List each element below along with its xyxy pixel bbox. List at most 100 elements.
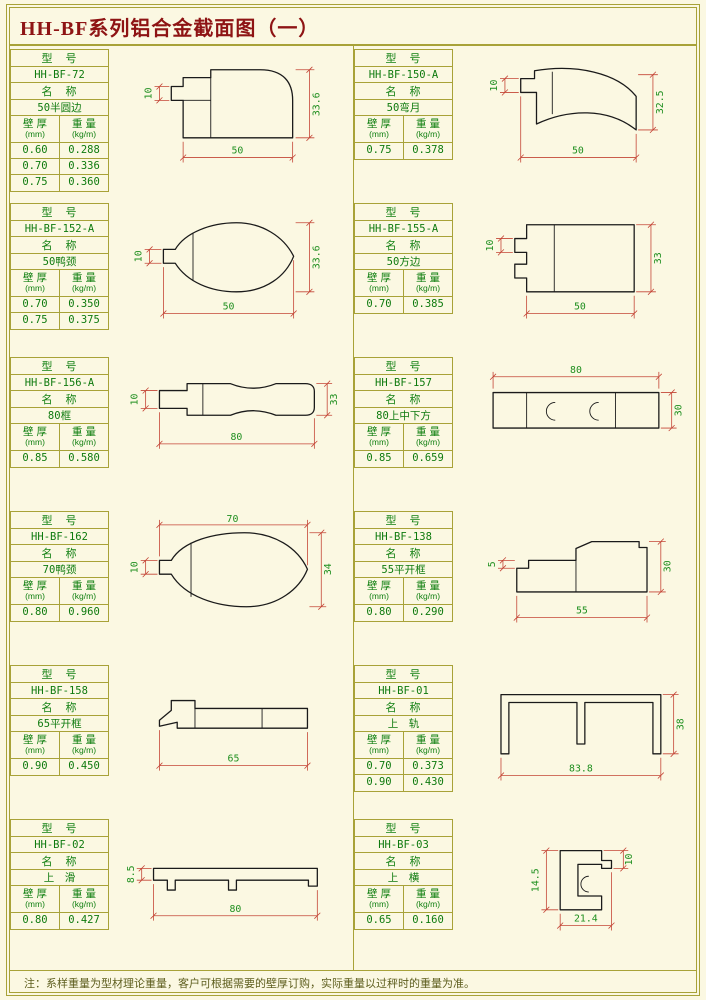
- thickness-value: 0.80: [366, 606, 392, 619]
- weight-label: 重 量: [416, 734, 440, 747]
- name-label: 名 称: [11, 83, 108, 100]
- thickness-value: 0.85: [366, 452, 392, 465]
- profile-outline: [500, 693, 662, 754]
- weight-unit: (kg/m): [415, 591, 441, 602]
- dimension-bottom: 50: [523, 295, 638, 318]
- dim-right-label: 33: [653, 252, 664, 264]
- model-label: 型 号: [11, 512, 108, 529]
- units-header: 壁 厚(mm) 重 量(kg/m): [11, 116, 108, 143]
- thickness-header: 壁 厚(mm): [11, 578, 59, 604]
- weight-label: 重 量: [72, 734, 96, 747]
- weight-label: 重 量: [416, 426, 440, 439]
- thickness-unit: (mm): [25, 899, 45, 910]
- weight-label: 重 量: [416, 272, 440, 285]
- thickness-unit: (mm): [369, 129, 389, 140]
- dim-bottom-label: 50: [572, 145, 584, 156]
- thickness-unit: (mm): [25, 437, 45, 448]
- name-label: 名 称: [355, 853, 452, 870]
- thickness-label: 壁 厚: [23, 426, 47, 439]
- thickness-value: 0.70: [366, 759, 392, 772]
- spec-row: 0.85 0.580: [11, 451, 108, 467]
- weight-label: 重 量: [72, 888, 96, 901]
- weight-unit: (kg/m): [415, 899, 441, 910]
- profile-drawing: 80 8.5: [109, 819, 351, 970]
- model-label: 型 号: [355, 512, 452, 529]
- thickness-label: 壁 厚: [367, 426, 391, 439]
- profile-drawing: 65: [109, 665, 351, 816]
- weight-label: 重 量: [72, 272, 96, 285]
- model-label: 型 号: [11, 50, 108, 67]
- model-value: HH-BF-162: [11, 529, 108, 545]
- dimension-right: 33.6: [295, 219, 322, 295]
- model-value: HH-BF-155-A: [355, 221, 452, 237]
- weight-value: 0.580: [59, 451, 108, 467]
- spec-table: 型 号 HH-BF-150-A 名 称 50弯月 壁 厚(mm) 重 量(kg/…: [354, 49, 453, 160]
- thickness-value: 0.70: [22, 159, 48, 172]
- profile-drawing-svg: 50 32.5 10: [489, 67, 666, 162]
- thickness-header: 壁 厚(mm): [355, 578, 403, 604]
- profile-drawing: 80 33 10: [109, 357, 351, 508]
- thickness-label: 壁 厚: [23, 272, 47, 285]
- profile-inner-lines: [526, 392, 616, 428]
- dimension-bottom: 50: [517, 95, 640, 162]
- thickness-unit: (mm): [369, 591, 389, 602]
- model-value: HH-BF-152-A: [11, 221, 108, 237]
- model-label: 型 号: [11, 358, 108, 375]
- thickness-value: 0.60: [22, 143, 48, 156]
- weight-value: 0.450: [59, 759, 108, 775]
- profile-drawing-svg: 65: [156, 699, 311, 771]
- dim-right-label: 34: [323, 563, 334, 575]
- dimension-left: 8.5: [126, 864, 152, 883]
- weight-label: 重 量: [72, 118, 96, 131]
- spec-table: 型 号 HH-BF-01 名 称 上 轨 壁 厚(mm) 重 量(kg/m) 0…: [354, 665, 453, 792]
- spec-row: 0.70 0.336: [11, 159, 108, 175]
- dim-left-label: 10: [130, 393, 141, 405]
- model-value: HH-BF-02: [11, 837, 108, 853]
- weight-unit: (kg/m): [71, 129, 97, 140]
- dimension-right: 33: [636, 220, 664, 295]
- dimension-left: 5: [487, 556, 515, 571]
- dimension-top: 80: [489, 364, 663, 389]
- name-value: 80上中下方: [355, 408, 452, 424]
- spec-table: 型 号 HH-BF-162 名 称 70鸭颈 壁 厚(mm) 重 量(kg/m)…: [10, 511, 109, 622]
- dimension-right: 30: [660, 388, 685, 431]
- thickness-value: 0.75: [366, 144, 392, 157]
- weight-value: 0.336: [59, 159, 108, 174]
- units-header: 壁 厚(mm) 重 量(kg/m): [355, 424, 452, 451]
- profile-cell: 型 号 HH-BF-72 名 称 50半圆边 壁 厚(mm) 重 量(kg/m)…: [10, 46, 353, 200]
- thickness-label: 壁 厚: [23, 118, 47, 131]
- units-header: 壁 厚(mm) 重 量(kg/m): [355, 270, 452, 297]
- profile-drawing: 80 30: [453, 357, 694, 508]
- thickness-value: 0.75: [22, 314, 48, 327]
- thickness-label: 壁 厚: [367, 888, 391, 901]
- thickness-value: 0.65: [366, 914, 392, 927]
- profile-drawing-svg: 21.4 14.5 10: [530, 846, 635, 931]
- thickness-label: 壁 厚: [367, 580, 391, 593]
- spec-table: 型 号 HH-BF-152-A 名 称 50鸭颈 壁 厚(mm) 重 量(kg/…: [10, 203, 109, 330]
- thickness-value: 0.85: [22, 452, 48, 465]
- name-value: 65平开框: [11, 716, 108, 732]
- thickness-unit: (mm): [369, 437, 389, 448]
- weight-value: 0.288: [59, 143, 108, 158]
- weight-unit: (kg/m): [415, 283, 441, 294]
- dimension-bottom: 83.8: [497, 757, 665, 780]
- weight-value: 0.960: [59, 605, 108, 621]
- units-header: 壁 厚(mm) 重 量(kg/m): [11, 886, 108, 913]
- thickness-header: 壁 厚(mm): [355, 732, 403, 758]
- weight-unit: (kg/m): [71, 899, 97, 910]
- dimension-left: 10: [485, 234, 513, 256]
- profile-drawing-svg: 50 33 10: [485, 220, 664, 318]
- spec-table: 型 号 HH-BF-158 名 称 65平开框 壁 厚(mm) 重 量(kg/m…: [10, 665, 109, 776]
- profile-drawing: 50 33.6 10: [109, 203, 351, 354]
- profile-outline: [170, 68, 294, 138]
- spec-table: 型 号 HH-BF-155-A 名 称 50方边 壁 厚(mm) 重 量(kg/…: [354, 203, 453, 314]
- spec-row: 0.60 0.288: [11, 143, 108, 159]
- dim-right-label: 33.6: [311, 245, 322, 269]
- units-header: 壁 厚(mm) 重 量(kg/m): [11, 424, 108, 451]
- name-value: 上 轨: [355, 716, 452, 732]
